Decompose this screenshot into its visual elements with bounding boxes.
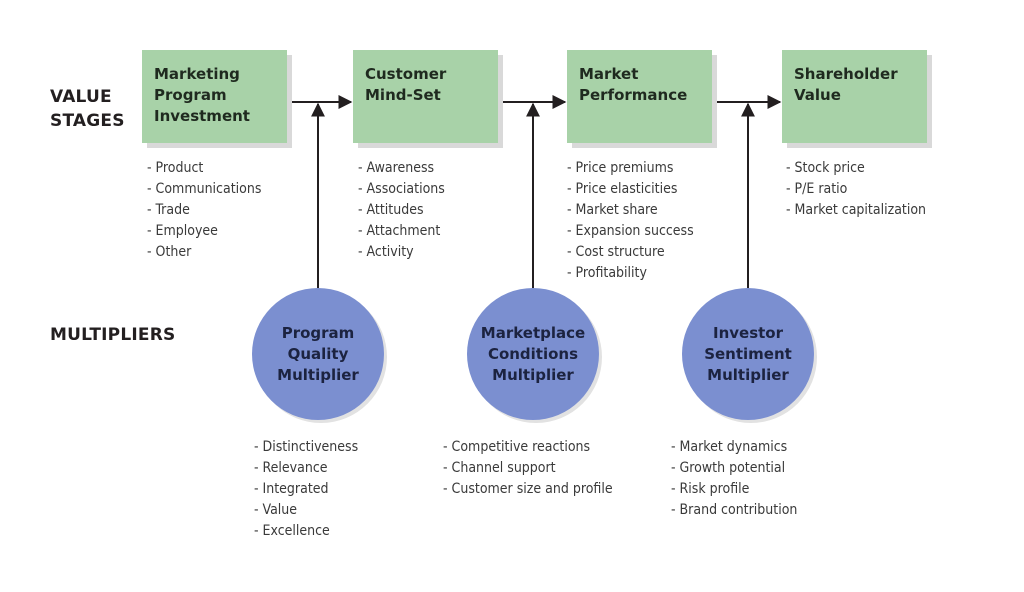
multiplier-title-line: Conditions	[487, 344, 579, 363]
stage-1-items: - Product - Communications - Trade - Emp…	[147, 158, 261, 263]
stage-title-line: Shareholder	[794, 65, 898, 83]
list-item: - Relevance	[254, 460, 328, 476]
multiplier-title: Program Quality Multiplier	[277, 323, 359, 386]
multiplier-3-items: - Market dynamics - Growth potential - R…	[671, 437, 797, 521]
multiplier-title-line: Program	[281, 323, 355, 342]
multiplier-1-items: - Distinctiveness - Relevance - Integrat…	[254, 437, 358, 542]
list-item: - Price premiums	[567, 160, 674, 176]
list-item: - Risk profile	[671, 481, 750, 497]
stage-title-line: Performance	[579, 86, 688, 104]
multiplier-title-line: Multiplier	[277, 365, 359, 384]
list-item: - Market capitalization	[786, 202, 927, 218]
stage-title-line: Investment	[154, 107, 250, 125]
list-item: - Attitudes	[358, 202, 424, 218]
list-item: - Communications	[147, 181, 262, 197]
value-stages-label: VALUE STAGES	[50, 85, 125, 133]
multiplier-title-line: Marketplace	[480, 323, 586, 342]
stage-market-performance: Market Performance	[567, 50, 712, 143]
stage-title-line: Program	[154, 86, 227, 104]
list-item: - Growth potential	[671, 460, 786, 476]
list-item: - Integrated	[254, 481, 329, 497]
list-item: - Value	[254, 502, 298, 518]
stage-title-line: Mind-Set	[365, 86, 441, 104]
stage-marketing-program-investment: Marketing Program Investment	[142, 50, 287, 143]
list-item: - Attachment	[358, 223, 441, 239]
list-item: - Stock price	[786, 160, 865, 176]
list-item: - Associations	[358, 181, 445, 197]
list-item: - Employee	[147, 223, 218, 239]
list-item: - Cost structure	[567, 244, 665, 260]
list-item: - Activity	[358, 244, 414, 260]
list-item: - Trade	[147, 202, 190, 218]
list-item: - Price elasticities	[567, 181, 678, 197]
stage-title-line: Customer	[365, 65, 447, 83]
stage-title: Market Performance	[579, 64, 700, 106]
list-item: - Expansion success	[567, 223, 694, 239]
multiplier-program-quality: Program Quality Multiplier	[252, 288, 384, 420]
multiplier-title-line: Investor	[712, 323, 783, 342]
value-stages-label-line-1: VALUE	[50, 87, 112, 107]
list-item: - Market share	[567, 202, 658, 218]
stage-title-line: Value	[794, 86, 841, 104]
multiplier-title: Marketplace Conditions Multiplier	[481, 323, 585, 386]
list-item: - Excellence	[254, 523, 330, 539]
multiplier-title-line: Multiplier	[707, 365, 789, 384]
list-item: - Other	[147, 244, 192, 260]
multipliers-label: MULTIPLIERS	[50, 325, 176, 345]
stage-title: Shareholder Value	[794, 64, 915, 106]
multiplier-investor-sentiment: Investor Sentiment Multiplier	[682, 288, 814, 420]
list-item: - Distinctiveness	[254, 439, 359, 455]
list-item: - Competitive reactions	[443, 439, 591, 455]
multiplier-title-line: Multiplier	[492, 365, 574, 384]
stage-title: Customer Mind-Set	[365, 64, 486, 106]
multiplier-title-line: Sentiment	[704, 344, 792, 363]
multiplier-2-items: - Competitive reactions - Channel suppor…	[443, 437, 613, 500]
list-item: - Brand contribution	[671, 502, 798, 518]
stage-title-line: Marketing	[154, 65, 240, 83]
list-item: - Customer size and profile	[443, 481, 613, 497]
multiplier-title-line: Quality	[287, 344, 349, 363]
stage-3-items: - Price premiums - Price elasticities - …	[567, 158, 694, 284]
list-item: - Product	[147, 160, 204, 176]
multiplier-marketplace-conditions: Marketplace Conditions Multiplier	[467, 288, 599, 420]
list-item: - Profitability	[567, 265, 647, 281]
stage-title-line: Market	[579, 65, 639, 83]
stage-title: Marketing Program Investment	[154, 64, 275, 127]
list-item: - Channel support	[443, 460, 556, 476]
stage-customer-mind-set: Customer Mind-Set	[353, 50, 498, 143]
list-item: - Market dynamics	[671, 439, 788, 455]
stage-4-items: - Stock price - P/E ratio - Market capit…	[786, 158, 926, 221]
value-stages-label-line-2: STAGES	[50, 111, 125, 131]
stage-2-items: - Awareness - Associations - Attitudes -…	[358, 158, 445, 263]
list-item: - P/E ratio	[786, 181, 848, 197]
list-item: - Awareness	[358, 160, 435, 176]
stage-shareholder-value: Shareholder Value	[782, 50, 927, 143]
multiplier-title: Investor Sentiment Multiplier	[704, 323, 792, 386]
